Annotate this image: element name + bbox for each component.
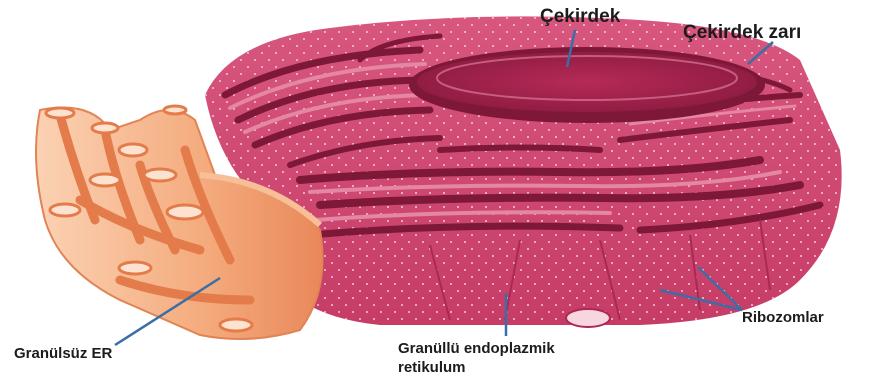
label-ribosomes: Ribozomlar — [742, 309, 824, 326]
label-nuclear-envelope: Çekirdek zarı — [683, 22, 801, 44]
rough-er-opening — [566, 309, 610, 327]
label-smooth-er: Granülsüz ER — [14, 345, 112, 362]
label-rough-er-line2: retikulum — [398, 358, 555, 377]
label-rough-er: Granüllü endoplazmik retikulum — [398, 339, 555, 377]
nucleus — [409, 47, 765, 123]
label-rough-er-line1: Granüllü endoplazmik — [398, 339, 555, 358]
label-nucleus: Çekirdek — [540, 6, 620, 28]
